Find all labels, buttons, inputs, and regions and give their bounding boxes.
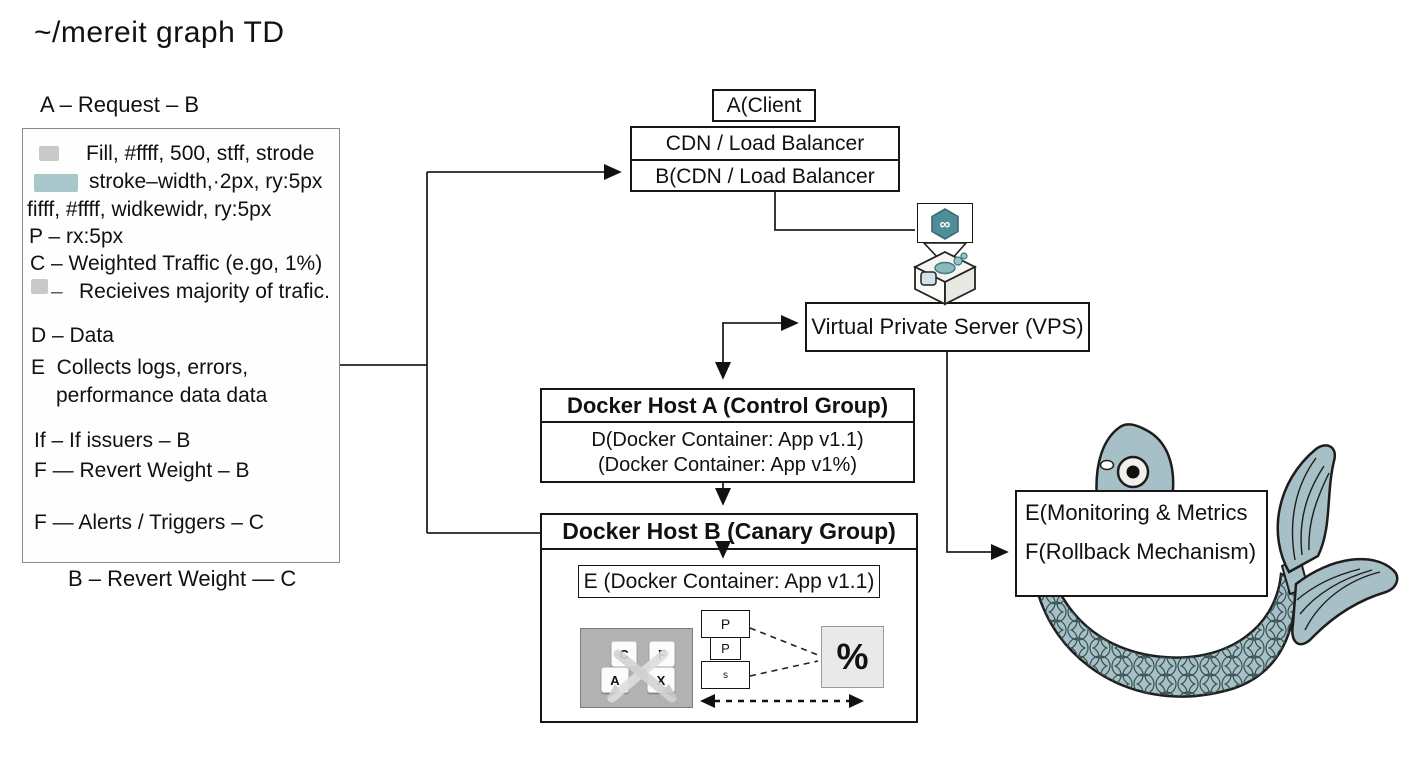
keycap-c: C — [611, 641, 637, 667]
host-a-body: D(Docker Container: App v1.1) (Docker Co… — [542, 423, 913, 478]
stack-box-1: P — [701, 610, 750, 638]
page-title: ~/mereit graph TD — [34, 16, 285, 49]
canary-container-label: E (Docker Container: App v1.1) — [583, 569, 875, 593]
swatch-dash: – — [51, 280, 63, 303]
keycap-a: A — [601, 667, 629, 693]
cdn-row1-label: CDN / Load Balancer — [632, 128, 898, 161]
edge-label-request: A – Request – B — [40, 92, 199, 117]
host-a-line2: (Docker Container: App v1%) — [597, 454, 857, 476]
mermaid-head — [1095, 423, 1175, 502]
teal-swatch-icon — [34, 174, 78, 192]
host-b-title: Docker Host B (Canary Group) — [542, 515, 916, 550]
legend-line: C – Weighted Traffic (e.go, 1%) — [30, 252, 323, 275]
stack-box-3: s — [701, 661, 750, 689]
monitor-line2: F(Rollback Mechanism) — [1025, 539, 1257, 564]
host-a-line1: D(Docker Container: App v1.1) — [591, 429, 864, 451]
node-docker-host-a: Docker Host A (Control Group) D(Docker C… — [540, 388, 915, 483]
percent-label: % — [836, 636, 869, 677]
node-hexagon-icon-box — [917, 203, 973, 243]
legend-footer-label: B – Revert Weight — C — [68, 566, 297, 591]
legend-line: D – Data — [31, 324, 114, 347]
mermaid-pupil — [1126, 465, 1140, 479]
host-a-title: Docker Host A (Control Group) — [542, 390, 913, 423]
legend-line: Fill, #ffff, 500, stff, strode — [86, 142, 315, 165]
legend-line: F — Alerts / Triggers – C — [34, 511, 264, 534]
gray-swatch-icon — [31, 279, 48, 294]
monitor-line1: E(Monitoring & Metrics — [1025, 500, 1248, 525]
node-monitoring-rollback: E(Monitoring & Metrics F(Rollback Mechan… — [1015, 490, 1268, 597]
node-vps: Virtual Private Server (VPS) — [805, 302, 1090, 352]
node-cdn-load-balancer: CDN / Load Balancer B(CDN / Load Balance… — [630, 126, 900, 192]
keycap-f: F — [649, 641, 675, 667]
legend-line: If – If issuers – B — [34, 429, 191, 452]
legend-line: F — Revert Weight – B — [34, 459, 250, 482]
stack-box-2: P — [710, 637, 741, 660]
legend-line: performance data data — [56, 384, 268, 407]
legend-box: – Fill, #ffff, 500, stff, strode stroke–… — [22, 128, 340, 563]
node-client-label: A(Client — [726, 93, 802, 117]
cdn-row2-label: B(CDN / Load Balancer — [655, 164, 875, 188]
node-canary-container: E (Docker Container: App v1.1) — [578, 565, 880, 598]
legend-line: fifff, #ffff, widkewidr, ry:5px — [27, 198, 272, 221]
node-client: A(Client — [712, 89, 816, 122]
legend-line: P – rx:5px — [29, 225, 124, 248]
node-vps-label: Virtual Private Server (VPS) — [811, 314, 1084, 339]
mermaid-nostril — [1099, 459, 1115, 471]
legend-line: Recieives majority of trafic. — [79, 280, 330, 303]
gray-swatch-icon — [39, 146, 59, 161]
node-percent: % — [821, 626, 884, 688]
keycap-panel — [580, 628, 693, 708]
legend-line: stroke–width,·2px, ry:5px — [89, 170, 323, 193]
legend-line: E Collects logs, errors, — [31, 356, 249, 379]
keycap-x: X — [647, 667, 675, 693]
mermaid-tail — [1276, 444, 1399, 646]
